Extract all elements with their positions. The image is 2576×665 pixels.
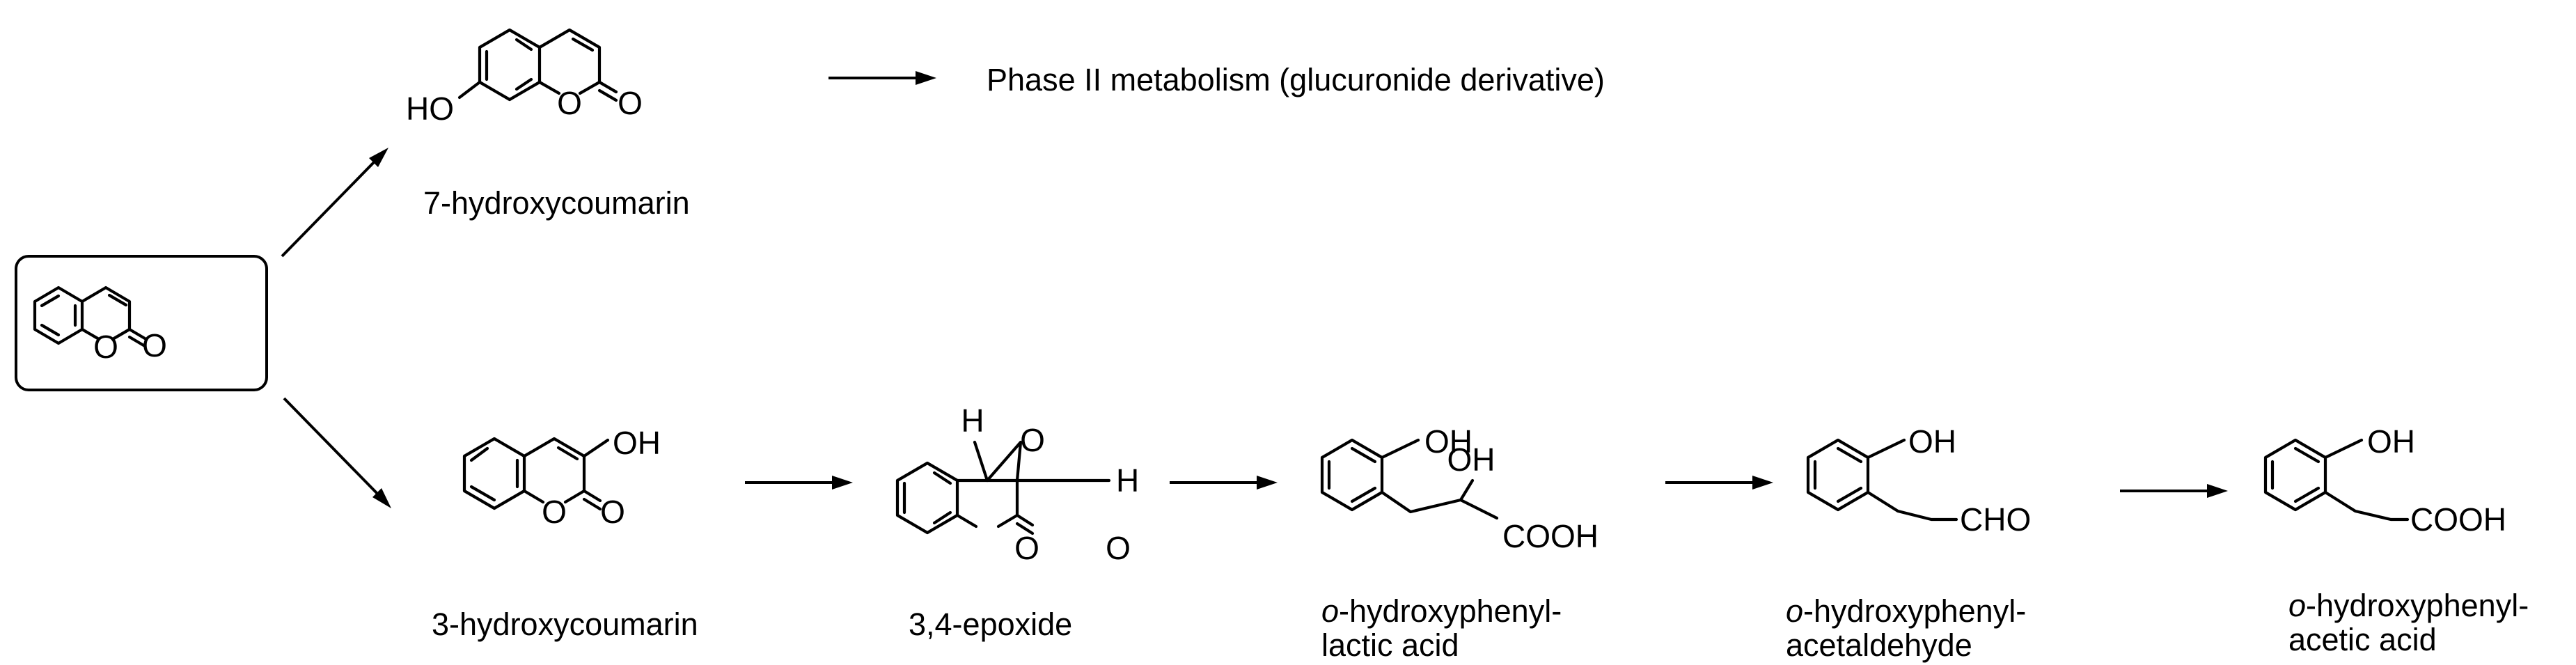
coumarin-bonds — [33, 285, 147, 348]
arrow-coumarin-to-7-hydroxycoumarin — [281, 148, 388, 258]
3-hydroxy-group-label: OH — [613, 425, 661, 461]
lactic-alpha-oh: OH — [1447, 441, 1495, 478]
arrow-7-hydroxycoumarin-to-phase2 — [828, 71, 936, 85]
3-hydroxycoumarin-bonds — [462, 437, 610, 511]
o-hydroxyphenylacetic-acid-label-line2: acetic acid — [2288, 622, 2437, 657]
3-4-epoxide-structure: H O H O O — [895, 402, 1139, 566]
7-hydroxycoumarin-bonds — [457, 28, 618, 102]
7-hydroxycoumarin-structure: HO O O — [406, 28, 643, 127]
lactic-phenol-oh: OH — [1424, 423, 1472, 460]
acetaldehyde-bonds — [1806, 438, 1958, 522]
reaction-arrows — [281, 71, 2228, 508]
acetic-phenol-oh: OH — [2367, 423, 2415, 460]
lactic-acid-bonds — [1320, 438, 1499, 520]
7-hydroxy-group-label: HO — [406, 91, 454, 127]
o-hydroxyphenylacetic-acid-structure: OH COOH — [2263, 423, 2506, 538]
acetic-acid-bonds — [2263, 438, 2410, 522]
o-hydroxyphenylacetaldehyde-structure: OH CHO — [1806, 423, 2031, 538]
arrow-3-hydroxycoumarin-to-epoxide — [745, 476, 853, 490]
7-hydroxycoumarin-ring-oxygen: O — [557, 85, 582, 121]
arrow-acetaldehyde-to-acetic-acid — [2120, 484, 2228, 498]
3-hydroxycoumarin-ring-oxygen: O — [542, 494, 567, 530]
acetaldehyde-aldehyde-group: CHO — [1960, 501, 2031, 538]
epoxide-ring-oxygen: O — [1014, 530, 1039, 566]
arrow-lactic-acid-to-acetaldehyde — [1665, 476, 1773, 490]
o-hydroxyphenyllactic-acid-label-line2: lactic acid — [1321, 627, 1459, 663]
arrow-coumarin-to-3-hydroxycoumarin — [283, 397, 391, 508]
coumarin-carbonyl-oxygen: O — [142, 327, 167, 363]
3-hydroxycoumarin-label: 3-hydroxycoumarin — [432, 607, 698, 642]
coumarin-ring-oxygen: O — [93, 329, 118, 365]
epoxide-bonds — [895, 440, 1111, 535]
phase2-metabolism-label: Phase II metabolism (glucuronide derivat… — [987, 62, 1605, 97]
acetaldehyde-phenol-oh: OH — [1908, 423, 1956, 460]
epoxide-bridge-oxygen: O — [1020, 422, 1045, 458]
o-hydroxyphenyllactic-acid-structure: OH OH COOH — [1320, 423, 1599, 554]
7-hydroxycoumarin-label: 7-hydroxycoumarin — [423, 185, 690, 221]
o-hydroxyphenylacetaldehyde-label-line1: o-hydroxyphenyl- — [1786, 593, 2026, 629]
o-hydroxyphenylacetaldehyde-label-line2: acetaldehyde — [1786, 627, 1972, 663]
o-hydroxyphenylacetic-acid-label-line1: o-hydroxyphenyl- — [2288, 588, 2529, 623]
arrow-epoxide-to-lactic-acid — [1170, 476, 1278, 490]
coumarin-structure: O O — [15, 255, 268, 391]
acetic-carboxyl-group: COOH — [2410, 501, 2506, 538]
7-hydroxycoumarin-carbonyl-oxygen: O — [618, 85, 643, 121]
3-hydroxycoumarin-structure: OH O O — [462, 425, 661, 530]
epoxide-carbonyl-oxygen: O — [1106, 530, 1131, 566]
coumarin-highlight-box — [15, 255, 268, 391]
lactic-carboxyl-group: COOH — [1502, 518, 1599, 554]
epoxide-hydrogen-3: H — [1116, 462, 1139, 499]
o-hydroxyphenyllactic-acid-label-line1: o-hydroxyphenyl- — [1321, 593, 1562, 629]
3-4-epoxide-label: 3,4-epoxide — [909, 607, 1072, 642]
compound-labels: Phase II metabolism (glucuronide derivat… — [423, 62, 2529, 663]
epoxide-hydrogen-4: H — [961, 402, 984, 439]
3-hydroxycoumarin-carbonyl-oxygen: O — [600, 494, 625, 530]
